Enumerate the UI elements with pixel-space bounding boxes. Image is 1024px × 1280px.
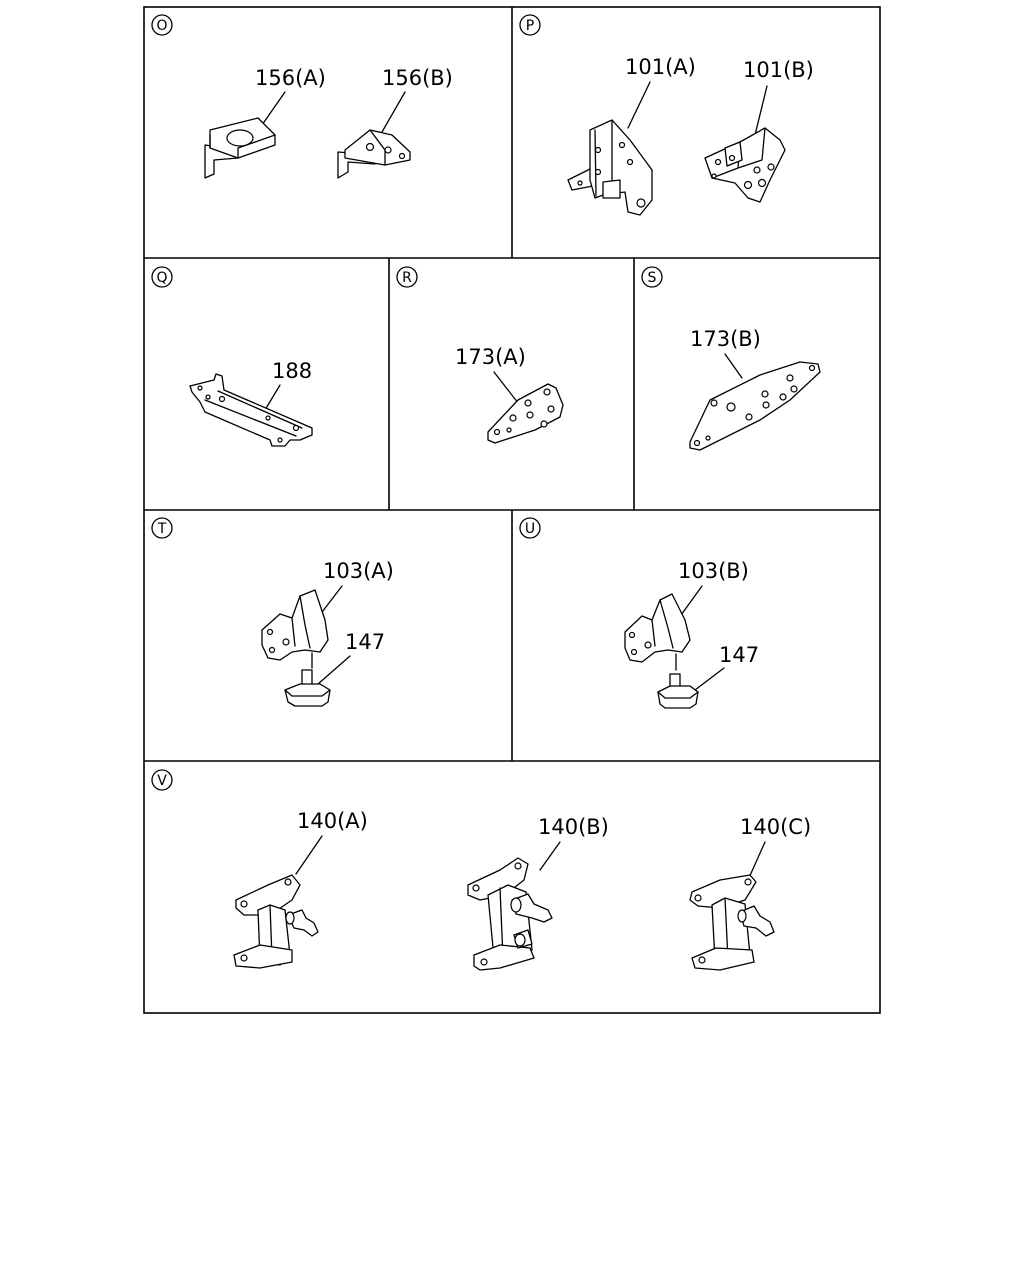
panel-u: U 103(B) 147 bbox=[519, 517, 759, 709]
panel-r-letter-badge: R bbox=[396, 266, 418, 288]
leader-173b bbox=[724, 353, 743, 379]
panel-p-letter: P bbox=[526, 18, 534, 34]
panel-p: P 101(A) 101(B) bbox=[519, 14, 814, 216]
leader-140c bbox=[747, 841, 766, 881]
leader-101a bbox=[627, 81, 651, 129]
part-147-u bbox=[657, 673, 699, 709]
leader-101b bbox=[754, 85, 768, 136]
label-147-t: 147 bbox=[345, 630, 385, 654]
panel-p-letter-badge: P bbox=[519, 14, 541, 36]
label-173b: 173(B) bbox=[690, 327, 761, 351]
part-173b bbox=[689, 361, 821, 451]
part-188 bbox=[189, 373, 313, 447]
part-156a bbox=[204, 117, 276, 179]
panel-v-letter: V bbox=[157, 773, 167, 789]
leader-147-t bbox=[317, 655, 351, 685]
panel-r: R 173(A) bbox=[396, 266, 564, 444]
label-188: 188 bbox=[272, 359, 312, 383]
part-103b bbox=[624, 593, 691, 663]
leader-140a bbox=[295, 835, 323, 875]
label-103b: 103(B) bbox=[678, 559, 749, 583]
part-101b bbox=[704, 127, 786, 203]
leader-140b bbox=[539, 841, 561, 871]
part-140c bbox=[689, 874, 775, 971]
label-156a: 156(A) bbox=[255, 66, 326, 90]
panel-u-letter: U bbox=[525, 521, 535, 537]
grid-frame bbox=[143, 6, 881, 1014]
leader-156b bbox=[381, 91, 406, 133]
panel-o-letter: O bbox=[156, 18, 167, 34]
part-156b bbox=[337, 129, 411, 179]
panel-u-letter-badge: U bbox=[519, 517, 541, 539]
panel-q-letter: Q bbox=[156, 270, 167, 286]
panel-o-letter-badge: O bbox=[151, 14, 173, 36]
label-140a: 140(A) bbox=[297, 809, 368, 833]
panel-v-letter-badge: V bbox=[151, 769, 173, 791]
part-147-t bbox=[284, 669, 331, 707]
panel-q-letter-badge: Q bbox=[151, 266, 173, 288]
label-103a: 103(A) bbox=[323, 559, 394, 583]
label-173a: 173(A) bbox=[455, 345, 526, 369]
panel-t: T 103(A) 147 bbox=[151, 517, 394, 707]
label-140c: 140(C) bbox=[740, 815, 811, 839]
part-101a bbox=[567, 119, 653, 216]
label-147-u: 147 bbox=[719, 643, 759, 667]
panel-s-letter: S bbox=[648, 270, 657, 286]
panel-t-letter-badge: T bbox=[151, 517, 173, 539]
panel-o: O 156(A) 156(B) bbox=[151, 14, 453, 179]
part-140a bbox=[233, 874, 319, 969]
label-101b: 101(B) bbox=[743, 58, 814, 82]
panel-t-letter: T bbox=[157, 521, 167, 537]
panel-q: Q 188 bbox=[151, 266, 313, 447]
panel-v: V 140(A) 140(B) 140(C) bbox=[151, 769, 811, 971]
part-173a bbox=[487, 383, 564, 444]
leader-156a bbox=[261, 91, 286, 126]
part-140b bbox=[467, 857, 553, 971]
panel-s: S 173(B) bbox=[641, 266, 821, 451]
label-156b: 156(B) bbox=[382, 66, 453, 90]
part-103a bbox=[261, 589, 329, 661]
leader-147-u bbox=[694, 667, 725, 691]
panel-r-letter: R bbox=[402, 270, 412, 286]
label-140b: 140(B) bbox=[538, 815, 609, 839]
label-101a: 101(A) bbox=[625, 55, 696, 79]
panel-s-letter-badge: S bbox=[641, 266, 663, 288]
